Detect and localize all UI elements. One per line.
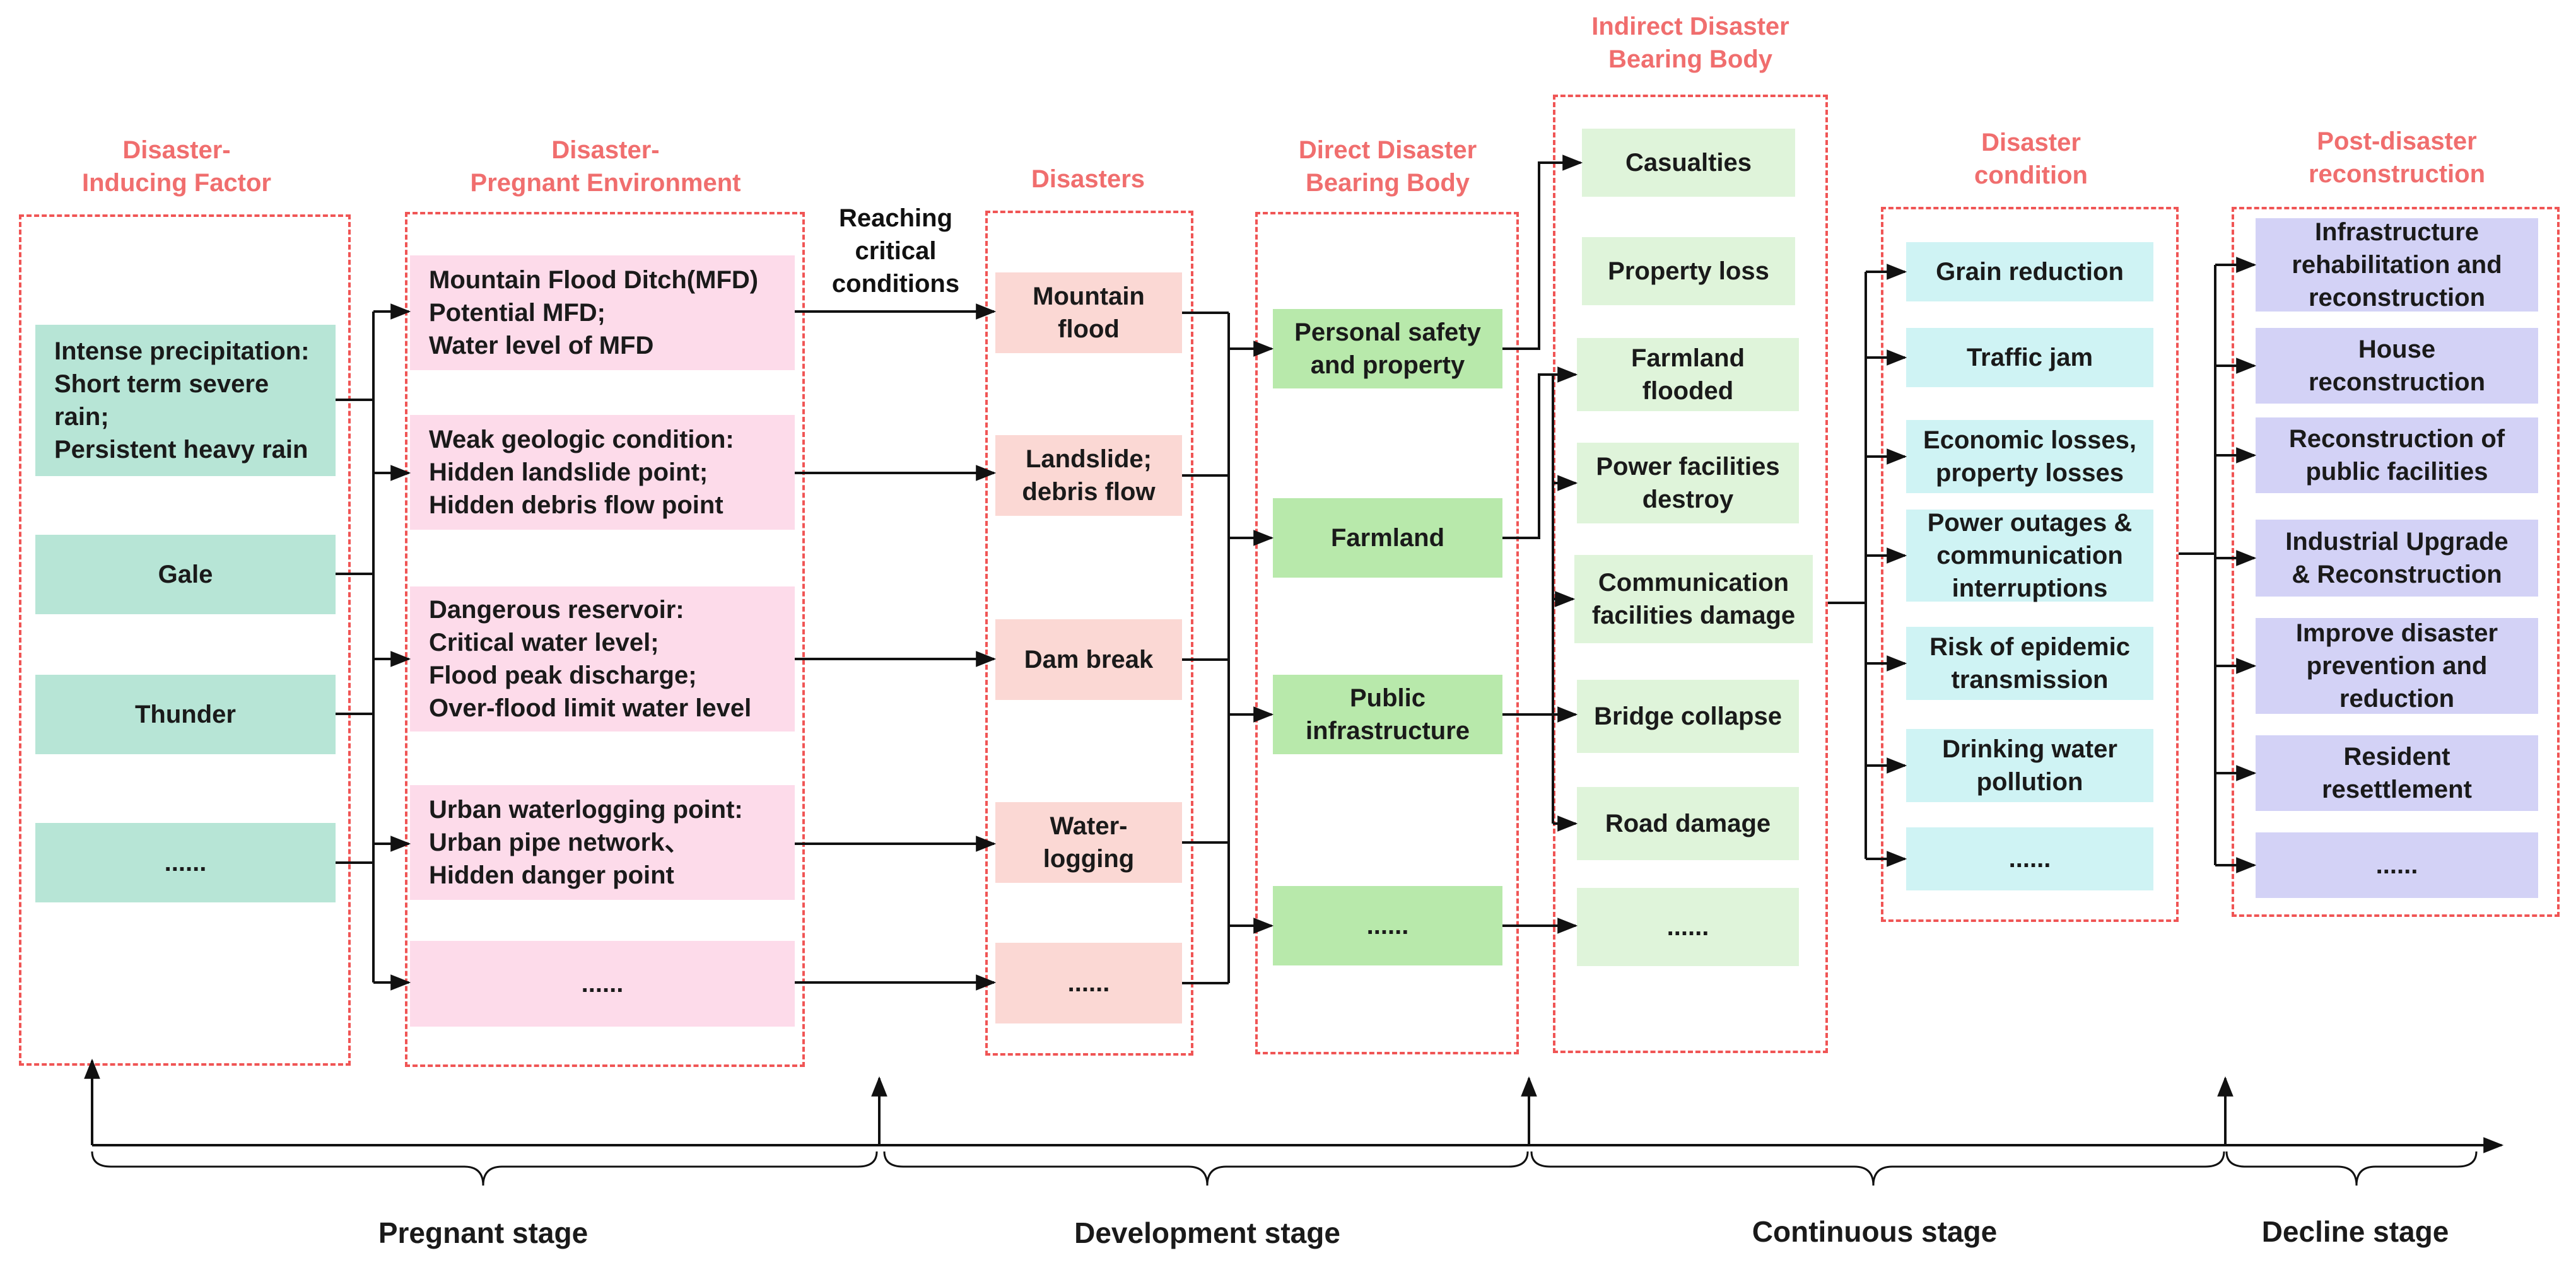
condition-box-traffic-jam: Traffic jam <box>1906 328 2153 387</box>
direct-to-indirect-connectors <box>1502 154 1583 934</box>
condition-box-more: ...... <box>1906 827 2153 890</box>
inducing-box-precipitation: Intense precipitation: Short term severe… <box>35 325 336 476</box>
inducing-box-thunder: Thunder <box>35 675 336 754</box>
title-pregnant-environment: Disaster- Pregnant Environment <box>470 136 741 197</box>
stage-label-pregnant: Pregnant stage <box>378 1216 588 1249</box>
post-box-more: ...... <box>2256 832 2538 898</box>
group-pregnant-environment <box>405 212 805 1067</box>
timeline <box>84 1058 2504 1153</box>
direct-box-public-infrastructure: Public infrastructure <box>1273 675 1502 754</box>
disaster-box-dam-break: Dam break <box>995 619 1182 700</box>
disaster-box-mountain-flood: Mountain flood <box>995 272 1182 353</box>
pregnant-box-more: ...... <box>410 941 795 1027</box>
indirect-box-road-damage: Road damage <box>1577 787 1799 860</box>
reaching-critical-conditions-note: Reaching critical conditions <box>831 204 960 298</box>
pregnant-box-urban: Urban waterlogging point: Urban pipe net… <box>410 785 795 900</box>
pregnant-box-mfd: Mountain Flood Ditch(MFD) Potential MFD;… <box>410 255 795 370</box>
pregnant-to-disaster-arrows <box>795 303 997 991</box>
title-disaster-condition: Disaster condition <box>1974 129 2088 189</box>
indirect-to-condition-connectors <box>1828 264 1907 867</box>
group-direct-bearing-body <box>1255 212 1519 1054</box>
post-box-resettlement: Resident resettlement <box>2256 735 2538 811</box>
direct-box-personal-safety: Personal safety and property <box>1273 309 1502 388</box>
indirect-box-power-facilities: Power facilities destroy <box>1577 443 1799 523</box>
post-box-infrastructure: Infrastructure rehabilitation and recons… <box>2256 218 2538 312</box>
inducing-connectors <box>336 303 411 991</box>
group-post-disaster-reconstruction <box>2232 207 2560 917</box>
indirect-box-communication-facilities: Communication facilities damage <box>1574 555 1813 643</box>
title-inducing-factor: Disaster- Inducing Factor <box>82 136 271 197</box>
title-direct-bearing-body: Direct Disaster Bearing Body <box>1298 136 1477 197</box>
inducing-box-gale: Gale <box>35 535 336 614</box>
title-indirect-bearing-body: Indirect Disaster Bearing Body <box>1591 13 1789 73</box>
post-box-house: House reconstruction <box>2256 328 2538 404</box>
condition-box-grain-reduction: Grain reduction <box>1906 242 2153 301</box>
stage-label-continuous: Continuous stage <box>1752 1215 1998 1248</box>
post-box-industrial: Industrial Upgrade & Reconstruction <box>2256 520 2538 597</box>
indirect-box-property-loss: Property loss <box>1582 237 1795 305</box>
title-post-disaster-reconstruction: Post-disaster reconstruction <box>2308 127 2486 188</box>
disaster-box-waterlogging: Water- logging <box>995 802 1182 883</box>
post-box-public-facilities: Reconstruction of public facilities <box>2256 417 2538 493</box>
inducing-box-more: ...... <box>35 823 336 902</box>
condition-box-epidemic: Risk of epidemic transmission <box>1906 627 2153 700</box>
group-inducing-factor <box>19 214 351 1066</box>
disaster-box-more: ...... <box>995 943 1182 1023</box>
pregnant-box-reservoir: Dangerous reservoir: Critical water leve… <box>410 586 795 732</box>
indirect-box-more: ...... <box>1577 888 1799 966</box>
indirect-box-farmland-flooded: Farmland flooded <box>1577 338 1799 411</box>
disaster-box-landslide: Landslide; debris flow <box>995 435 1182 516</box>
direct-box-more: ...... <box>1273 886 1502 965</box>
title-disasters: Disasters <box>1031 165 1145 193</box>
pregnant-box-geologic: Weak geologic condition: Hidden landslid… <box>410 415 795 530</box>
indirect-box-casualties: Casualties <box>1582 129 1795 197</box>
condition-box-drinking-water: Drinking water pollution <box>1906 729 2153 802</box>
condition-to-post-connectors <box>2179 257 2257 873</box>
condition-box-economic-losses: Economic losses, property losses <box>1906 420 2153 493</box>
stage-label-decline: Decline stage <box>2261 1215 2449 1248</box>
post-box-prevention: Improve disaster prevention and reductio… <box>2256 618 2538 714</box>
disaster-connectors <box>1182 312 1274 984</box>
group-disaster-condition <box>1881 207 2179 922</box>
condition-box-power-outages: Power outages & communication interrupti… <box>1906 509 2153 602</box>
stage-label-development: Development stage <box>1074 1216 1340 1249</box>
group-disasters <box>985 211 1193 1056</box>
stage-braces <box>91 1151 2478 1186</box>
direct-box-farmland: Farmland <box>1273 498 1502 578</box>
indirect-box-bridge-collapse: Bridge collapse <box>1577 680 1799 753</box>
